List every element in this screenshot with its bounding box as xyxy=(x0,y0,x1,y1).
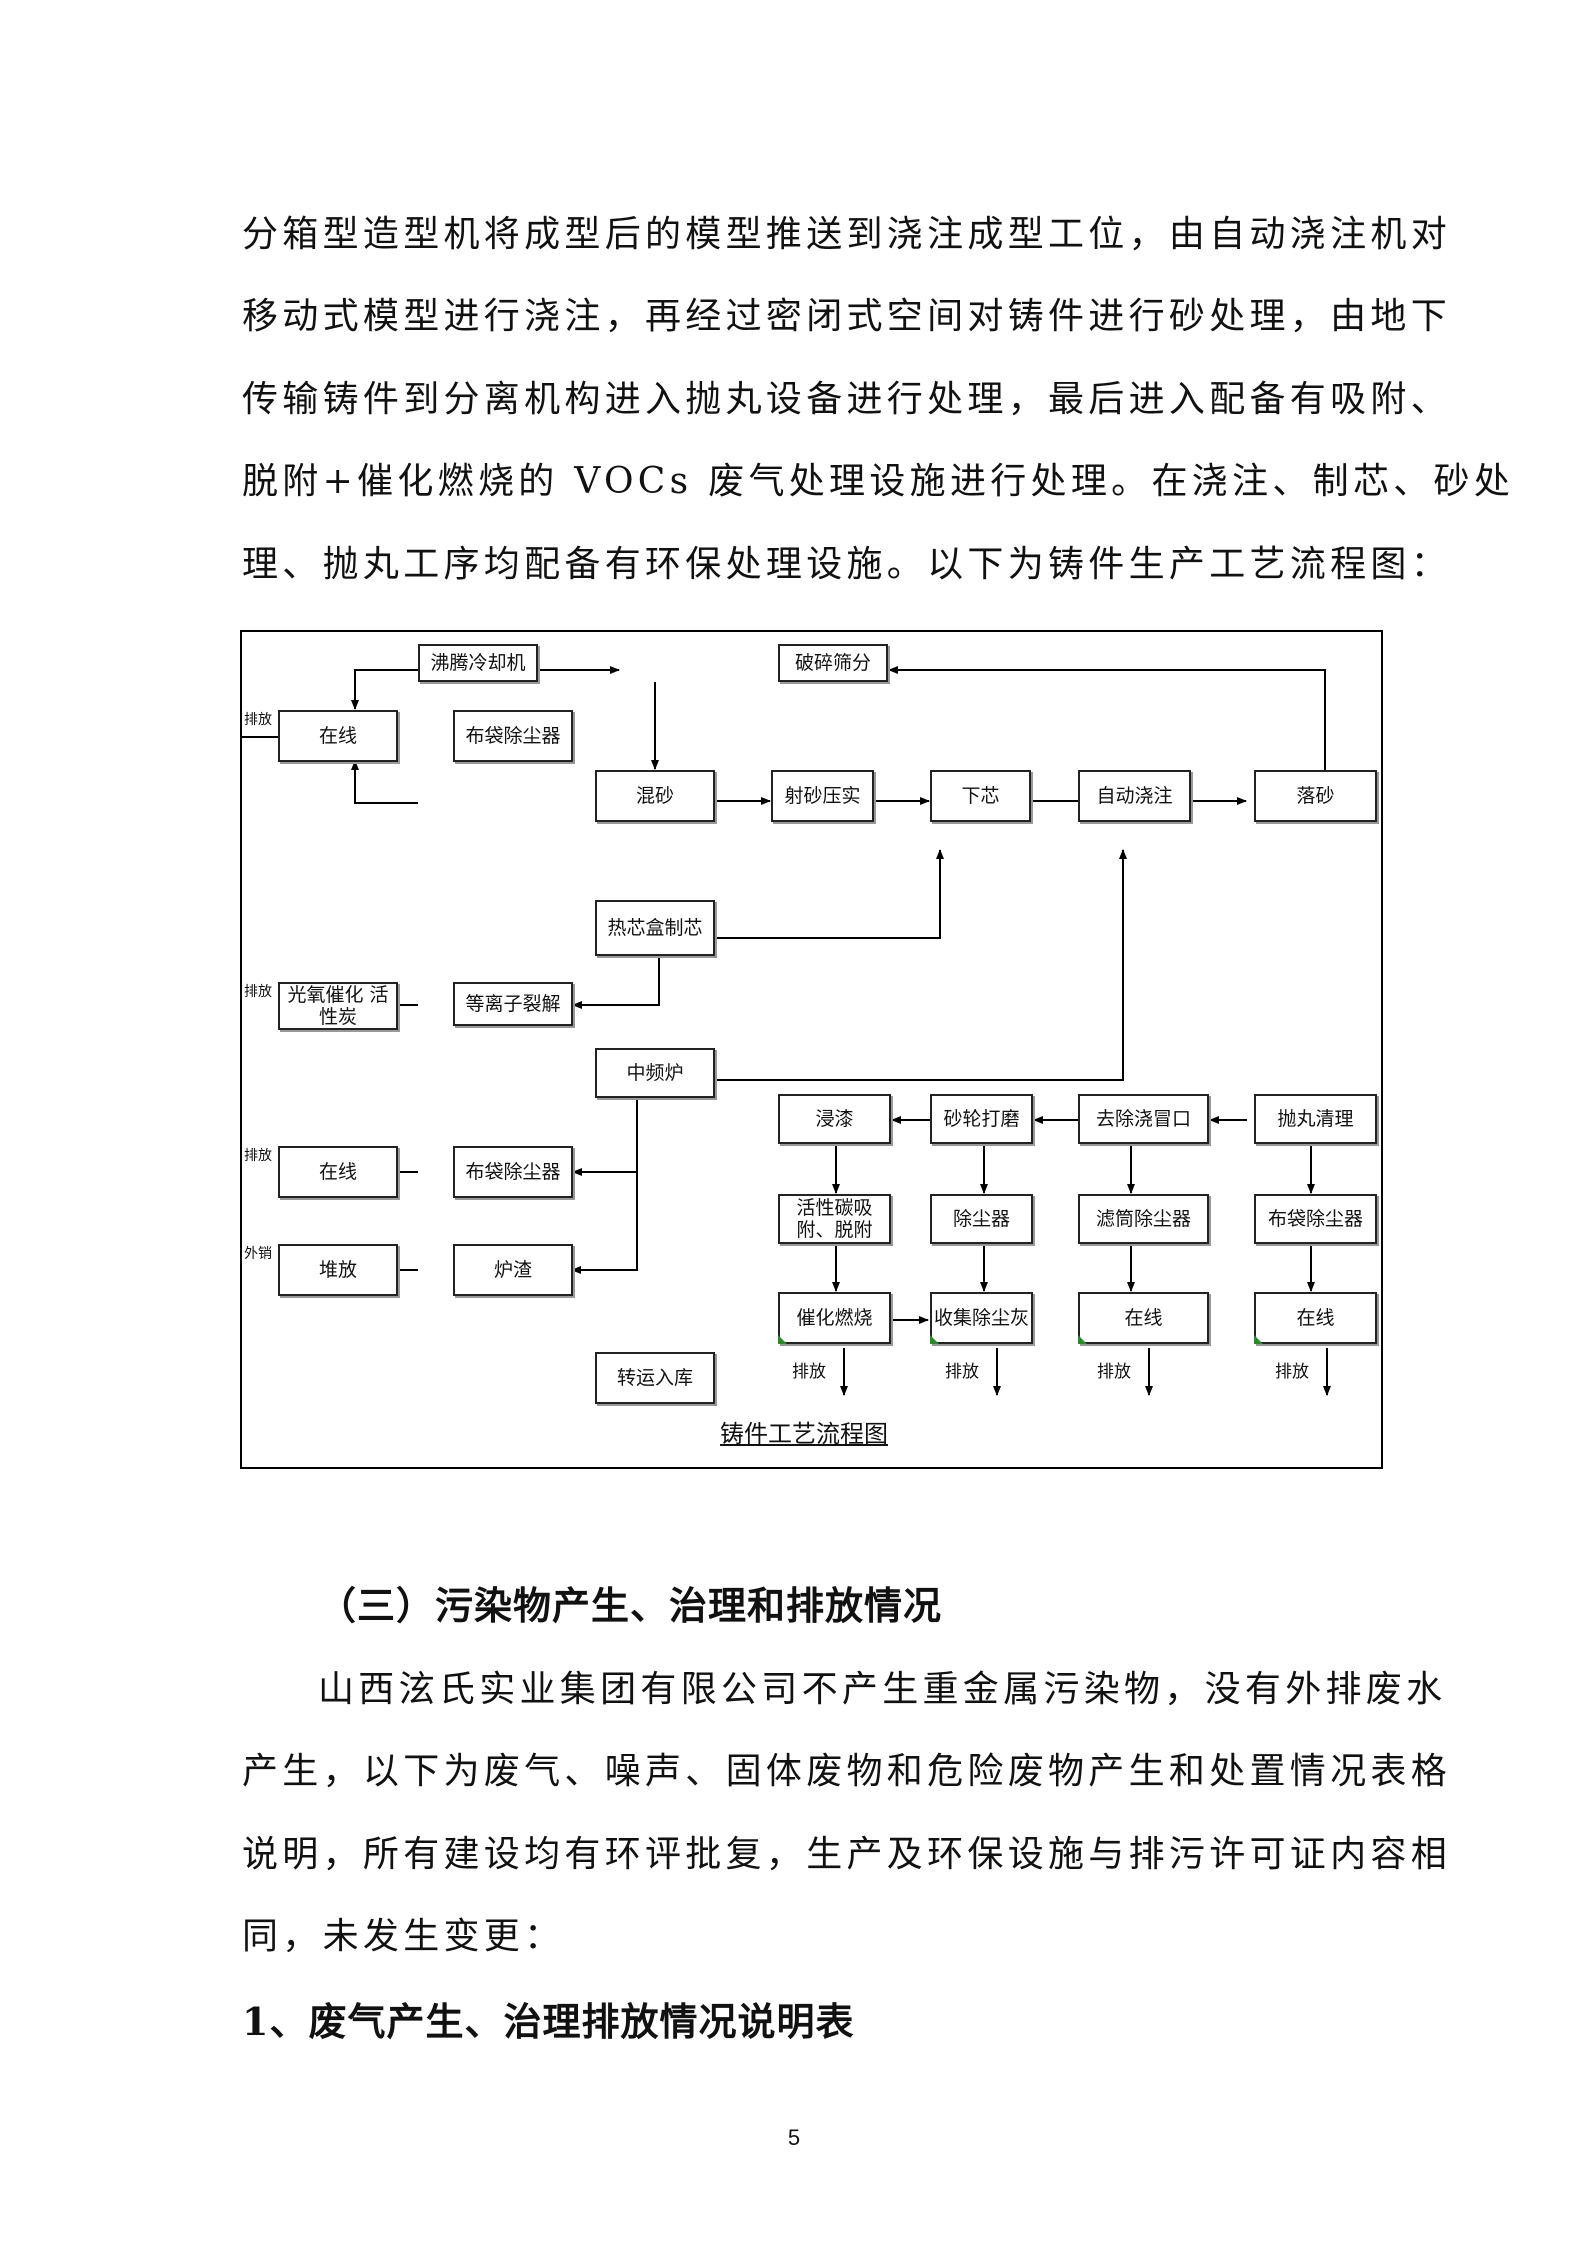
remove-riser-node: 去除浇冒口 xyxy=(1078,1094,1209,1144)
online-3-node: 在线 xyxy=(1078,1292,1209,1344)
grinding-wheel-node: 砂轮打磨 xyxy=(930,1094,1033,1144)
intro-line-5: 理、抛丸工序均配备有环保处理设施。以下为铸件生产工艺流程图： xyxy=(242,544,1452,585)
intro-line-1: 分箱型造型机将成型后的模型推送到浇注成型工位，由自动浇注机对 xyxy=(242,214,1452,255)
intro-line-4: 脱附+催化燃烧的 VOCs 废气处理设施进行处理。在浇注、制芯、砂处 xyxy=(242,461,1515,502)
furnace-slag-node: 炉渣 xyxy=(453,1244,573,1296)
boiling-cooler-node: 沸腾冷却机 xyxy=(418,644,538,682)
plasma-crack-node: 等离子裂解 xyxy=(453,982,573,1026)
body-line-2: 产生，以下为废气、噪声、固体废物和危险废物产生和处置情况表格 xyxy=(242,1751,1452,1792)
emit-label-2: 排放 xyxy=(244,984,272,1000)
transfer-storage-node: 转运入库 xyxy=(595,1352,715,1404)
emit-bottom-label-4: 排放 xyxy=(1275,1362,1309,1382)
shakeout-node: 落砂 xyxy=(1254,770,1377,822)
online-1-node: 在线 xyxy=(278,710,398,762)
subheading: 1、废气产生、治理排放情况说明表 xyxy=(242,1999,855,2044)
bag-filter-3-node: 布袋除尘器 xyxy=(1254,1194,1377,1244)
hot-core-box-node: 热芯盒制芯 xyxy=(595,900,715,956)
page-number: 5 xyxy=(787,2125,801,2150)
collect-dust-ash-node: 收集除尘灰 xyxy=(930,1292,1033,1344)
diagram-caption: 铸件工艺流程图 xyxy=(720,1420,888,1448)
dip-paint-node: 浸漆 xyxy=(778,1094,891,1144)
emit-bottom-label-3: 排放 xyxy=(1097,1362,1131,1382)
process-flow-diagram: 沸腾冷却机 破碎筛分 布袋除尘器 在线 混砂 射砂压实 下芯 自动浇注 落砂 热… xyxy=(240,630,1383,1469)
shoot-sand-node: 射砂压实 xyxy=(771,770,874,822)
crush-screen-node: 破碎筛分 xyxy=(778,644,888,682)
emit-bottom-label-2: 排放 xyxy=(945,1362,979,1382)
photo-oxidation-node: 光氧催化 活性炭 xyxy=(278,982,398,1030)
shot-blast-clean-node: 抛丸清理 xyxy=(1254,1094,1377,1144)
catalytic-burn-node: 催化燃烧 xyxy=(778,1292,891,1344)
intro-line-3: 传输铸件到分离机构进入抛丸设备进行处理，最后进入配备有吸附、 xyxy=(242,379,1452,420)
section-heading: （三）污染物产生、治理和排放情况 xyxy=(318,1583,943,1628)
flow-connectors xyxy=(242,666,1331,1396)
cartridge-filter-node: 滤筒除尘器 xyxy=(1078,1194,1209,1244)
activated-carbon-node: 活性碳吸附、脱附 xyxy=(778,1194,891,1244)
body-line-3: 说明，所有建设均有环评批复，生产及环保设施与排污许可证内容相 xyxy=(242,1834,1452,1875)
bag-filter-2-node: 布袋除尘器 xyxy=(453,1146,573,1198)
emit-bottom-label-1: 排放 xyxy=(792,1362,826,1382)
online-4-node: 在线 xyxy=(1254,1292,1377,1344)
emit-label-3: 排放 xyxy=(244,1148,272,1164)
bag-filter-1-node: 布袋除尘器 xyxy=(453,710,573,762)
stockpile-node: 堆放 xyxy=(278,1244,398,1296)
export-label: 外销 xyxy=(244,1246,272,1262)
intro-line-2: 移动式模型进行浇注，再经过密闭式空间对铸件进行砂处理，由地下 xyxy=(242,296,1452,337)
core-setting-node: 下芯 xyxy=(930,770,1031,822)
body-line-1: 山西泫氏实业集团有限公司不产生重金属污染物，没有外排废水 xyxy=(318,1669,1447,1710)
mid-freq-furnace-node: 中频炉 xyxy=(595,1048,715,1098)
online-2-node: 在线 xyxy=(278,1146,398,1198)
dust-collector-node: 除尘器 xyxy=(930,1194,1033,1244)
emit-label-1: 排放 xyxy=(244,712,272,728)
auto-pour-node: 自动浇注 xyxy=(1078,770,1191,822)
body-line-4: 同，未发生变更： xyxy=(242,1916,565,1957)
mix-sand-node: 混砂 xyxy=(595,770,715,822)
